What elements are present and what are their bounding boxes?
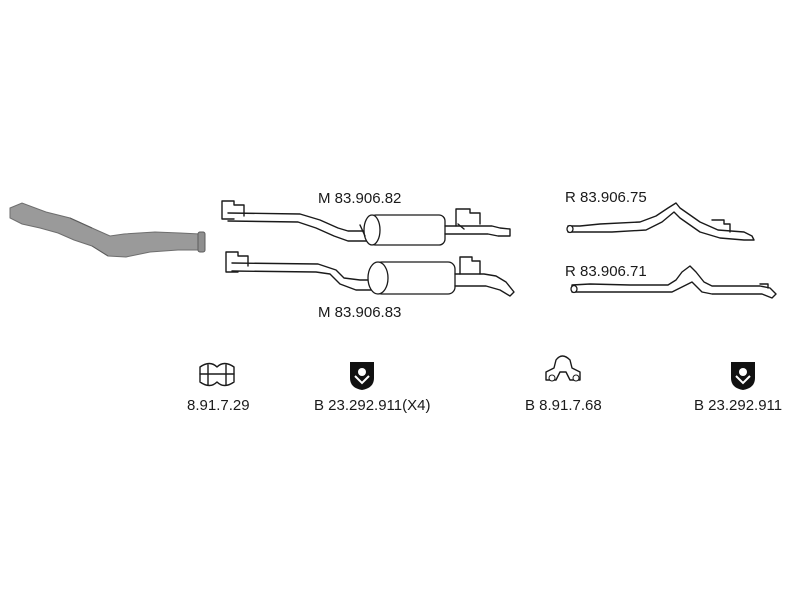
mount-code: B 23.292.911: [694, 397, 782, 414]
catalytic-converter-pipe-icon: [9, 202, 206, 258]
middle-silencer-2-code: M 83.906.83: [318, 304, 401, 321]
rear-pipe-2-code: R 83.906.71: [565, 263, 647, 280]
rear-pipe-1: [566, 202, 755, 241]
hanger-icon: [545, 355, 581, 382]
rubber-mount-icon: [731, 362, 755, 390]
middle-silencer-2: [225, 251, 515, 297]
mount-x4-code: B 23.292.911(X4): [314, 397, 430, 414]
rubber-mount-icon: [350, 362, 374, 390]
middle-silencer-1: [221, 200, 511, 246]
clamp-code: 8.91.7.29: [187, 397, 250, 414]
hanger-code: B 8.91.7.68: [525, 397, 602, 414]
pipe-clamp-icon: [199, 362, 235, 387]
rear-pipe-1-code: R 83.906.75: [565, 189, 647, 206]
rear-pipe-2: [570, 265, 777, 299]
middle-silencer-1-code: M 83.906.82: [318, 190, 401, 207]
